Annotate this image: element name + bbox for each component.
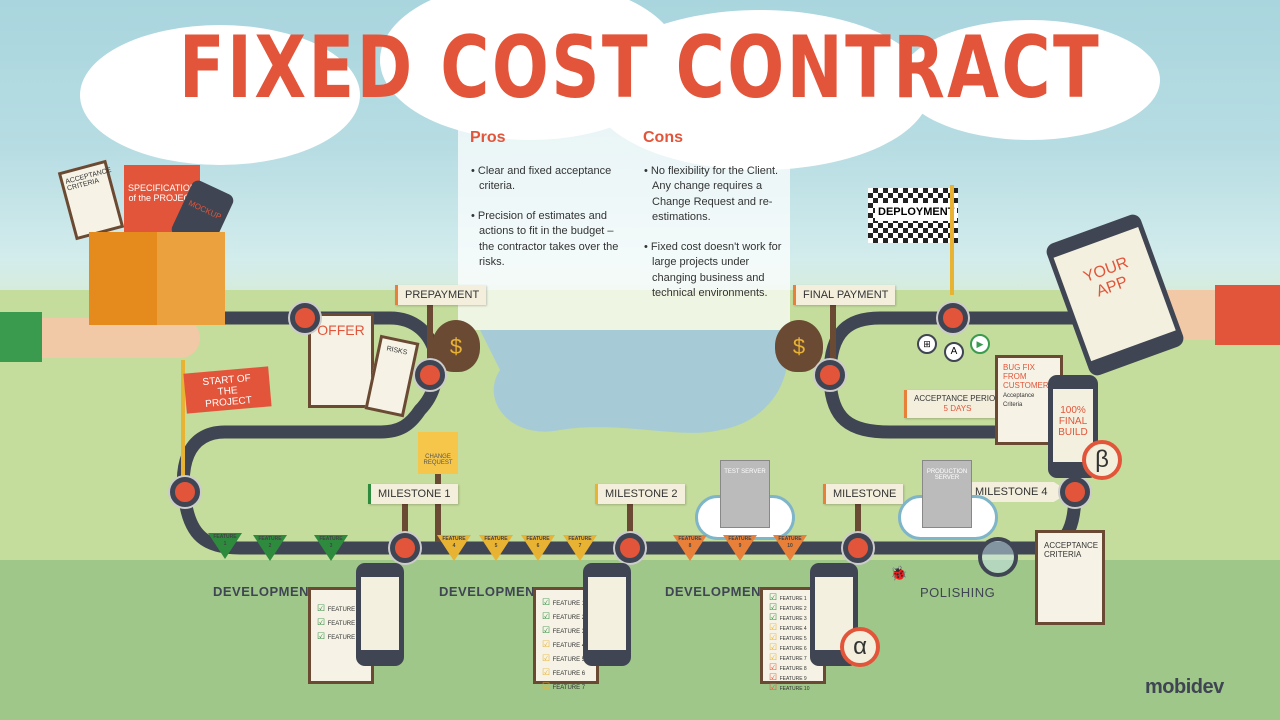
sign-post bbox=[855, 495, 861, 540]
road-node bbox=[290, 303, 320, 333]
pros-item: Precision of estimates and actions to fi… bbox=[470, 209, 620, 271]
offer-doc: OFFER bbox=[308, 313, 374, 408]
bug-icon: 🐞 bbox=[890, 565, 908, 581]
development-label: DEVELOPMENT bbox=[213, 584, 318, 599]
milestone-3-sign: MILESTONE bbox=[823, 484, 904, 504]
road-node bbox=[843, 533, 873, 563]
box bbox=[89, 232, 225, 325]
pros-column: Pros Clear and fixed acceptance criteria… bbox=[470, 130, 620, 285]
money-bag-icon: $ bbox=[775, 320, 823, 372]
alpha-badge: α bbox=[840, 627, 880, 667]
milestone-4-sign: MILESTONE 4 bbox=[965, 482, 1070, 502]
milestone-2-sign: MILESTONE 2 bbox=[595, 484, 685, 504]
development-label: DEVELOPMENT bbox=[439, 584, 544, 599]
road-node bbox=[170, 477, 200, 507]
acceptance-criteria-clipboard: ACCEPTANCE CRITERIA bbox=[1035, 530, 1105, 625]
road-node bbox=[615, 533, 645, 563]
magnifier-icon bbox=[978, 537, 1018, 577]
cons-item: No flexibility for the Client. Any chang… bbox=[643, 164, 793, 226]
mobidev-logo: mobidev bbox=[1145, 676, 1224, 698]
bug-fix-title: BUG FIX FROM CUSTOMER bbox=[1003, 363, 1049, 390]
sleeve bbox=[0, 312, 42, 362]
lake bbox=[480, 330, 788, 433]
flag-pole bbox=[181, 360, 185, 490]
bug-fix-subtitle: Acceptance Criteria bbox=[1003, 393, 1035, 408]
cons-column: Cons No flexibility for the Client. Any … bbox=[643, 130, 793, 316]
flag-pole bbox=[950, 185, 954, 295]
test-server: TEST SERVER bbox=[720, 460, 770, 528]
pros-heading: Pros bbox=[470, 129, 506, 146]
beta-badge: β bbox=[1082, 440, 1122, 480]
final-payment-sign: FINAL PAYMENT bbox=[793, 285, 896, 305]
app-store-icon[interactable]: A bbox=[944, 342, 964, 362]
sign-post bbox=[435, 474, 441, 542]
road-node bbox=[390, 533, 420, 563]
cons-item: Fixed cost doesn't work for large projec… bbox=[643, 240, 793, 302]
sign-post bbox=[427, 290, 433, 360]
phone bbox=[583, 563, 631, 666]
prepayment-sign: PREPAYMENT bbox=[395, 285, 487, 305]
road-node bbox=[938, 303, 968, 333]
pros-item: Clear and fixed acceptance criteria. bbox=[470, 164, 620, 195]
acceptance-period-label: ACCEPTANCE PERIOD bbox=[914, 394, 1001, 403]
google-play-icon[interactable]: ▶ bbox=[970, 334, 990, 354]
sign-post bbox=[627, 495, 633, 540]
phone bbox=[356, 563, 404, 666]
start-flag: START OF THE PROJECT bbox=[183, 366, 272, 414]
deployment-label: DEPLOYMENT bbox=[875, 203, 958, 221]
cons-heading: Cons bbox=[643, 129, 683, 146]
windows-store-icon[interactable]: ⊞ bbox=[917, 334, 937, 354]
milestone-1-sign: MILESTONE 1 bbox=[368, 484, 458, 504]
final-build-label: 100% FINAL BUILD bbox=[1058, 405, 1088, 438]
sign-post bbox=[402, 495, 408, 540]
development-label: DEVELOPMENT bbox=[665, 584, 770, 599]
sleeve bbox=[1215, 285, 1280, 345]
road-node bbox=[815, 360, 845, 390]
sign-post bbox=[830, 290, 836, 360]
phone bbox=[810, 563, 858, 666]
cloud bbox=[80, 25, 360, 165]
change-request-sign: CHANGE REQUEST bbox=[418, 432, 458, 474]
road-node bbox=[415, 360, 445, 390]
acceptance-period-days: 5 DAYS bbox=[943, 404, 972, 413]
page-title: FIXED COST CONTRACT bbox=[178, 18, 1102, 118]
polishing-label: POLISHING bbox=[920, 585, 996, 600]
cloud bbox=[900, 20, 1160, 140]
production-server: PRODUCTION SERVER bbox=[922, 460, 972, 528]
road-node bbox=[1060, 477, 1090, 507]
